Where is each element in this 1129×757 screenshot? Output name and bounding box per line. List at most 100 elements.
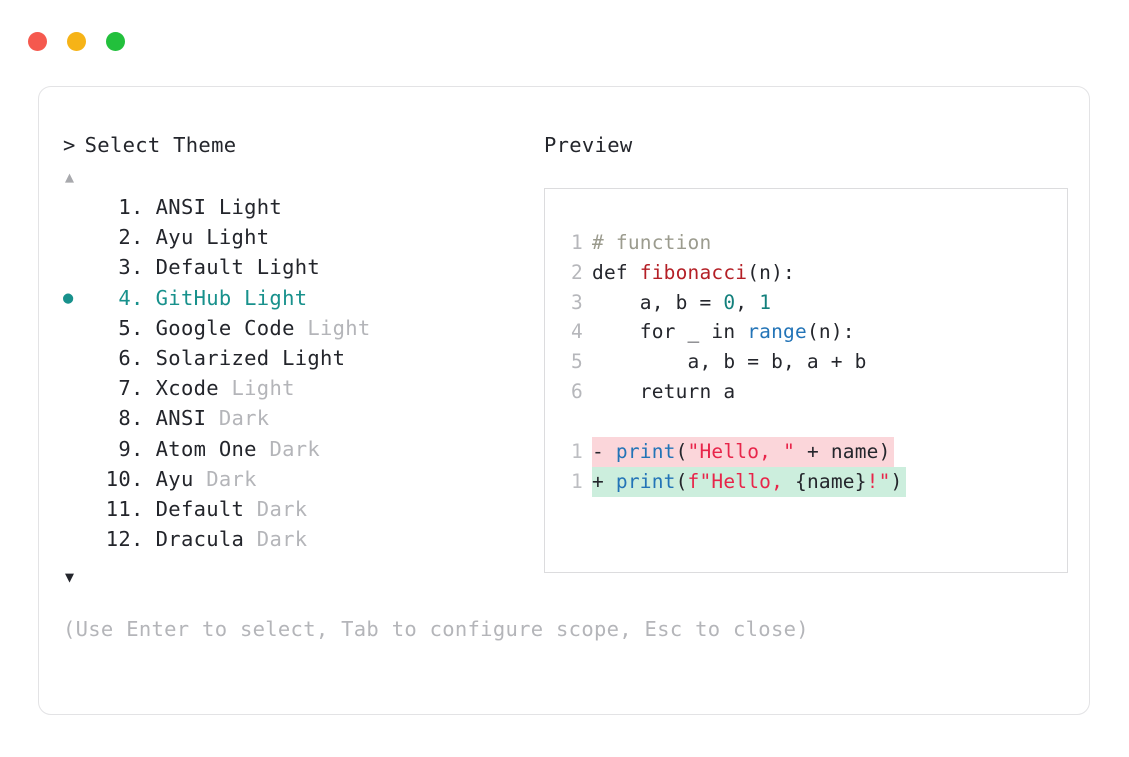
theme-item-variant: Light [218, 376, 295, 401]
code-token: fibonacci [639, 260, 748, 284]
theme-item-index: 12 [105, 527, 131, 552]
theme-list-item[interactable]: 5. Google Code Light [63, 316, 543, 346]
maximize-dot[interactable] [106, 32, 125, 51]
theme-list-item[interactable]: 3.Default Light [63, 255, 543, 285]
code-line-text: for _ in range(n): [592, 320, 855, 343]
theme-list-item[interactable]: 12. Dracula Dark [63, 527, 543, 557]
code-token: + name) [795, 439, 891, 463]
prompt-header: > Select Theme [63, 133, 543, 159]
theme-item-variant: Dark [193, 466, 257, 491]
code-token: return a [592, 379, 736, 403]
code-token: print [615, 470, 676, 494]
theme-item-index: 2 [118, 225, 131, 250]
theme-item-name: GitHub Light [155, 285, 308, 310]
theme-item-separator: . [131, 436, 144, 461]
code-token: !" [866, 470, 891, 494]
code-line-text: a, b = b, a + b [592, 350, 867, 373]
code-line: 6 return a [563, 380, 1067, 410]
theme-item-name: Dracula [155, 527, 245, 552]
line-number: 4 [571, 320, 583, 344]
theme-item-variant: Light [294, 315, 371, 340]
code-line-text: return a [592, 380, 735, 403]
window-controls [28, 32, 125, 51]
theme-list-item[interactable]: 10. Ayu Dark [63, 467, 543, 497]
theme-list-item[interactable]: 11.Default Dark [63, 497, 543, 527]
code-token: (n): [806, 320, 855, 344]
scroll-down-icon[interactable]: ▼ [65, 567, 75, 586]
theme-item-variant: Dark [206, 406, 270, 431]
theme-list-item[interactable]: 2. Ayu Light [63, 225, 543, 255]
code-token: f"Hello, [687, 470, 796, 494]
theme-item-name: Google Code [155, 315, 295, 340]
theme-item-index: 4 [118, 285, 131, 310]
theme-list-item[interactable]: 7. Xcode Light [63, 376, 543, 406]
close-dot[interactable] [28, 32, 47, 51]
diff-line-text: - print("Hello, " + name) [592, 436, 894, 467]
theme-item-index: 7 [118, 376, 131, 401]
code-token: ( [675, 470, 688, 494]
theme-list-item[interactable]: 8. ANSI Dark [63, 406, 543, 436]
scroll-up-icon[interactable]: ▲ [65, 167, 75, 186]
theme-item-separator: . [131, 315, 144, 340]
code-token: (n): [747, 260, 795, 284]
code-token: a, b = b, a + b [592, 350, 867, 374]
theme-item-index: 8 [118, 406, 131, 431]
theme-item-separator: . [131, 406, 144, 431]
code-line: 3 a, b = 0, 1 [563, 291, 1067, 321]
theme-item-separator: . [131, 527, 144, 552]
theme-item-variant: Dark [244, 496, 308, 521]
theme-item-separator: . [131, 195, 144, 219]
code-token: ( [675, 439, 688, 463]
diff-sign: + [592, 470, 616, 494]
theme-item-name: Atom One [155, 436, 257, 461]
theme-item-index: 5 [118, 315, 131, 340]
minimize-dot[interactable] [67, 32, 86, 51]
theme-item-variant: Dark [244, 527, 308, 552]
selected-bullet-icon: ● [63, 287, 74, 308]
code-token: for _ in [592, 320, 748, 344]
diff-line-removed: 1 - print("Hello, " + name) [563, 436, 1067, 471]
theme-item-name: Ayu [155, 466, 194, 491]
theme-item-separator: . [131, 376, 144, 401]
theme-item-name: Ayu Light [155, 225, 270, 250]
theme-list-item[interactable]: 1.ANSI Light [63, 195, 543, 225]
code-spacer [563, 410, 1067, 440]
theme-item-separator: . [131, 496, 144, 521]
code-line: 4 for _ in range(n): [563, 320, 1067, 350]
diff-block: 1- print("Hello, " + name)1+ print(f"Hel… [563, 436, 1067, 501]
theme-list-item[interactable]: ●4.GitHub Light [63, 286, 543, 316]
code-token: 0 [723, 290, 736, 314]
theme-item-separator: . [131, 225, 144, 250]
theme-item-index: 3 [118, 255, 131, 280]
page-title: Select Theme [84, 133, 237, 157]
code-token: {name} [795, 470, 867, 494]
prompt-caret-icon: > [63, 133, 76, 157]
theme-item-separator: . [131, 255, 144, 280]
theme-item-separator: . [131, 466, 144, 491]
code-token: print [615, 439, 676, 463]
code-token: a, b = [592, 290, 724, 314]
theme-item-name: ANSI [155, 406, 207, 431]
theme-item-index: 1 [118, 195, 131, 219]
code-line-text: # function [592, 231, 711, 254]
code-token: def [592, 260, 640, 284]
code-line: 5 a, b = b, a + b [563, 350, 1067, 380]
code-token: # function [592, 231, 712, 254]
theme-item-index: 10 [105, 466, 131, 491]
line-number: 1 [571, 439, 583, 463]
theme-list-item[interactable]: 9.Atom One Dark [63, 437, 543, 467]
theme-item-name: Xcode [155, 376, 219, 401]
code-token: "Hello, " [687, 439, 796, 463]
theme-item-index: 6 [118, 345, 131, 370]
preview-label: Preview [544, 133, 633, 157]
line-number: 1 [571, 231, 583, 254]
theme-list-item[interactable]: 6.Solarized Light [63, 346, 543, 376]
line-number: 1 [571, 470, 583, 494]
theme-item-name: Solarized Light [155, 345, 346, 370]
